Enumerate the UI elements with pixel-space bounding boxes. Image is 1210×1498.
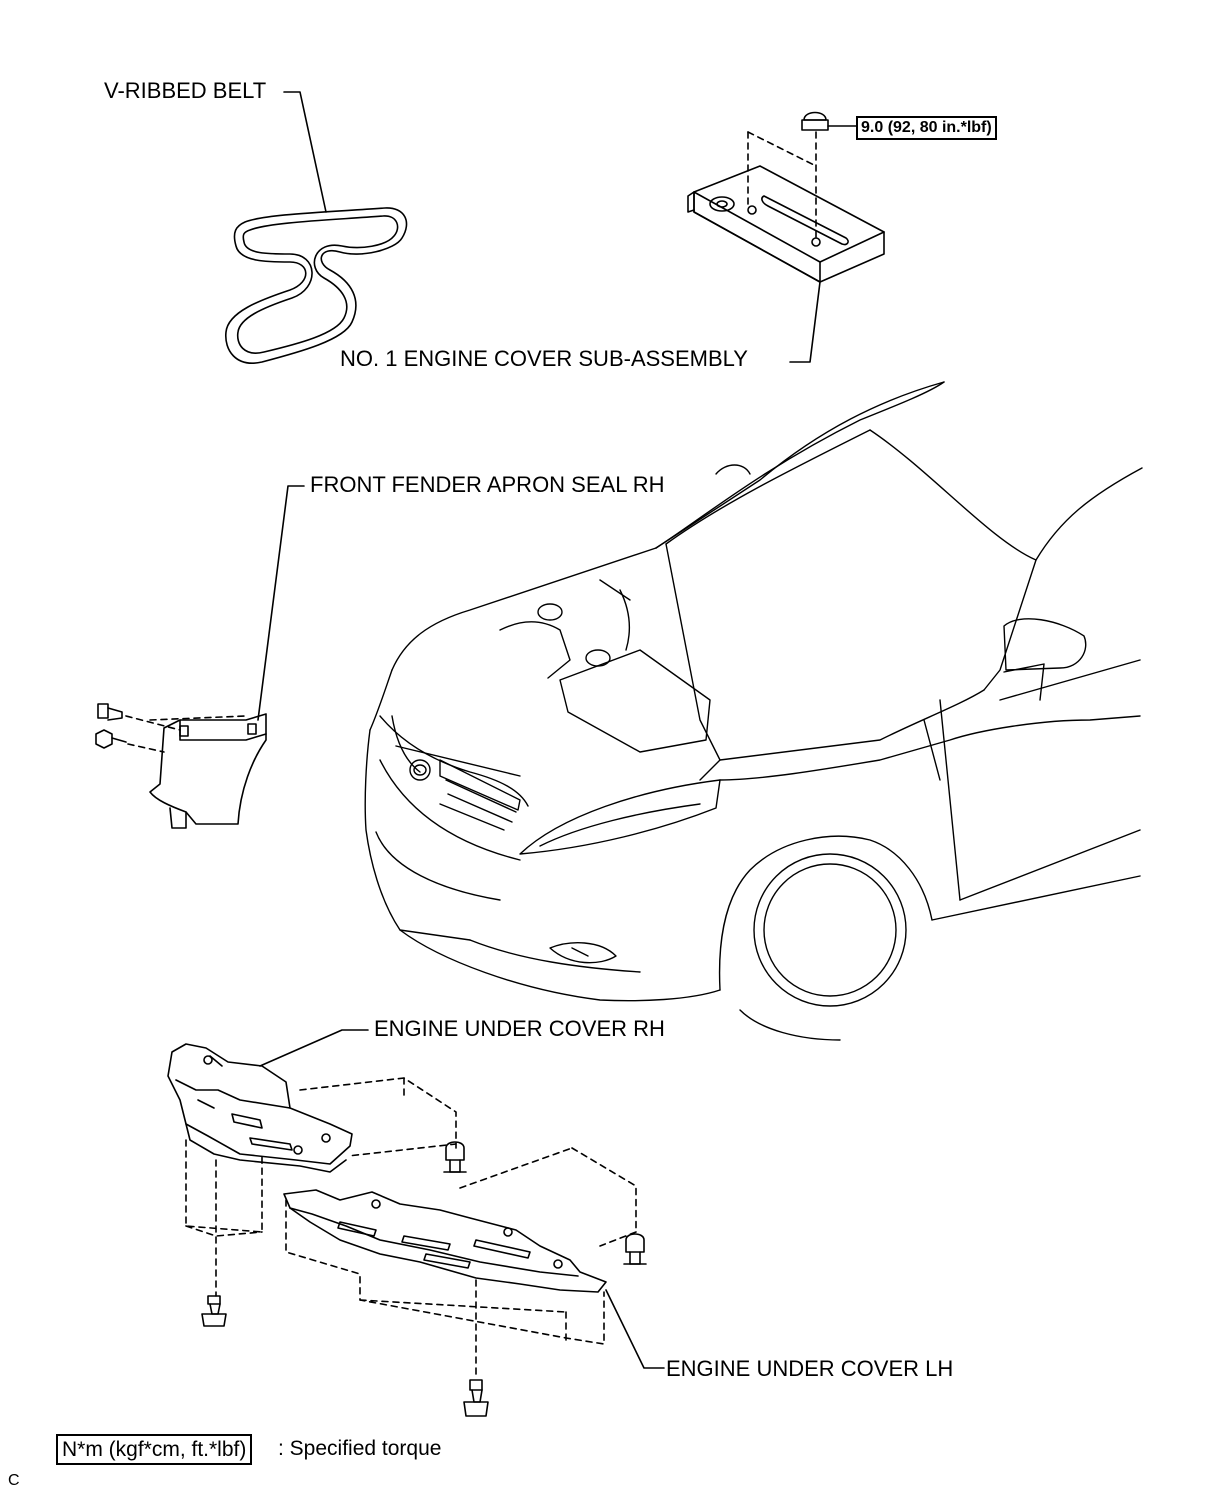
bolt-icon bbox=[463, 1379, 489, 1417]
bolt-icon bbox=[623, 1233, 647, 1265]
fender-apron-seal-drawing bbox=[149, 713, 267, 829]
legend-description: : Specified torque bbox=[278, 1437, 442, 1460]
label-engine-cover: NO. 1 ENGINE COVER SUB-ASSEMBLY bbox=[340, 346, 748, 371]
label-engine-under-cover-lh: ENGINE UNDER COVER LH bbox=[666, 1356, 954, 1381]
corner-mark: C bbox=[8, 1472, 20, 1489]
v-ribbed-belt-leader bbox=[283, 91, 327, 213]
engine-cover-leader bbox=[789, 281, 821, 363]
torque-spec-engine-cover: 9.0 (92, 80 in.*lbf) bbox=[856, 116, 997, 140]
under-cover-rh-dashed-lines bbox=[185, 1077, 457, 1297]
legend-unit-box: N*m (kgf*cm, ft.*lbf) bbox=[56, 1434, 253, 1465]
v-ribbed-belt-drawing bbox=[225, 207, 408, 364]
engine-cover-dashed-lines bbox=[747, 131, 817, 241]
label-engine-under-cover-rh: ENGINE UNDER COVER RH bbox=[374, 1016, 665, 1041]
engine-cover-drawing bbox=[687, 165, 885, 283]
bolt-icon bbox=[95, 729, 127, 749]
under-cover-lh-leader bbox=[605, 1289, 665, 1369]
under-cover-lh-drawing bbox=[283, 1189, 607, 1293]
clip-icon bbox=[97, 703, 123, 721]
under-cover-rh-leader bbox=[259, 1029, 369, 1067]
bolt-icon bbox=[443, 1141, 467, 1173]
bolt-icon bbox=[201, 1295, 227, 1327]
nut-icon bbox=[801, 111, 857, 131]
under-cover-lh-dashed-lines bbox=[285, 1147, 637, 1379]
vehicle-outline-drawing bbox=[364, 381, 1143, 1041]
fender-seal-dashed-lines bbox=[125, 715, 247, 753]
under-cover-rh-drawing bbox=[167, 1043, 353, 1173]
label-v-ribbed-belt: V-RIBBED BELT bbox=[104, 78, 267, 103]
label-front-fender-apron-seal: FRONT FENDER APRON SEAL RH bbox=[310, 472, 665, 497]
fender-seal-leader bbox=[257, 485, 305, 721]
